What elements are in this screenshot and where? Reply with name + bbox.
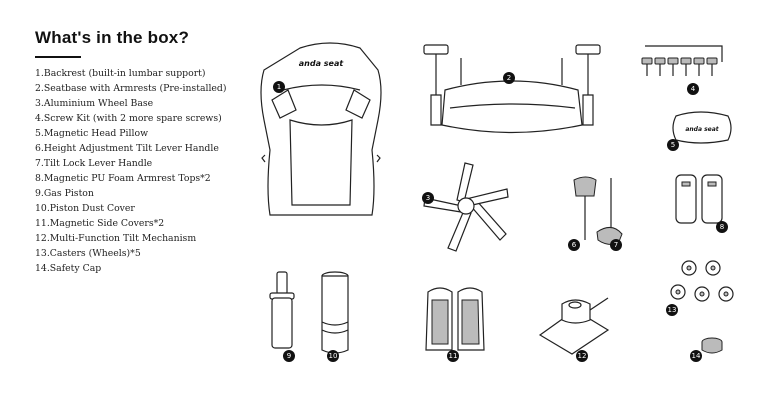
- badge-1: 1: [273, 81, 285, 93]
- lever-handle-icon: [573, 176, 623, 245]
- list-item: 10.Piston Dust Cover: [35, 203, 135, 214]
- badge-9: 9: [283, 350, 295, 362]
- screw-kit-icon: [641, 45, 723, 76]
- head-pillow-icon: anda seat: [672, 111, 732, 144]
- list-item: 5.Magnetic Head Pillow: [35, 128, 149, 139]
- seatbase-icon: [423, 44, 601, 134]
- list-item: 13.Casters (Wheels)*5: [35, 248, 141, 259]
- badge-14: 14: [690, 350, 702, 362]
- badge-3: 3: [422, 192, 434, 204]
- svg-text:2: 2: [507, 74, 511, 82]
- svg-text:3: 3: [426, 194, 430, 202]
- list-item: 11.Magnetic Side Covers*2: [35, 218, 165, 229]
- wheel-base-icon: [423, 162, 509, 252]
- backrest-icon: anda seat: [260, 42, 382, 216]
- badge-10: 10: [327, 350, 339, 362]
- svg-text:6: 6: [572, 241, 577, 249]
- svg-text:14: 14: [692, 352, 701, 360]
- svg-text:13: 13: [668, 306, 677, 314]
- gas-piston-icon: [269, 271, 295, 349]
- badge-7: 7: [610, 239, 622, 251]
- safety-cap-icon: [701, 337, 723, 354]
- list-item: 12.Multi-Function Tilt Mechanism: [35, 233, 197, 244]
- list-item: 9.Gas Piston: [35, 188, 94, 199]
- badge-6: 6: [568, 239, 580, 251]
- badge-8: 8: [716, 221, 728, 233]
- list-item: 6.Height Adjustment Tilt Lever Handle: [35, 143, 219, 154]
- svg-text:10: 10: [329, 352, 338, 360]
- svg-text:8: 8: [720, 223, 724, 231]
- badge-12: 12: [576, 350, 588, 362]
- list-item: 14.Safety Cap: [35, 263, 102, 274]
- svg-text:7: 7: [614, 241, 618, 249]
- svg-text:11: 11: [449, 352, 458, 360]
- list-item: 8.Magnetic PU Foam Armrest Tops*2: [35, 173, 211, 184]
- dust-cover-icon: [321, 271, 349, 354]
- brand-logo: anda seat: [299, 59, 345, 68]
- contents-list: 1.Backrest (built-in lumbar support) 2.S…: [35, 66, 227, 276]
- badge-2: 2: [503, 72, 515, 84]
- caster-icon: [670, 260, 734, 302]
- svg-text:4: 4: [691, 85, 696, 93]
- badge-11: 11: [447, 350, 459, 362]
- badge-5: 5: [667, 139, 679, 151]
- list-item: 1.Backrest (built-in lumbar support): [35, 68, 206, 79]
- svg-text:5: 5: [671, 141, 675, 149]
- armrest-top-icon: [675, 174, 723, 224]
- tilt-mechanism-icon: [538, 297, 610, 355]
- page-title: What's in the box?: [35, 28, 190, 47]
- svg-text:1: 1: [277, 83, 281, 91]
- list-item: 7.Tilt Lock Lever Handle: [35, 158, 153, 169]
- svg-text:12: 12: [578, 352, 587, 360]
- badge-13: 13: [666, 304, 678, 316]
- list-item: 3.Aluminium Wheel Base: [35, 98, 154, 109]
- list-item: 4.Screw Kit (with 2 more spare screws): [35, 113, 222, 124]
- side-cover-icon: [425, 287, 485, 351]
- svg-text:9: 9: [287, 352, 291, 360]
- list-item: 2.Seatbase with Armrests (Pre-installed): [35, 83, 227, 94]
- badge-4: 4: [687, 83, 699, 95]
- title-underline: [35, 56, 81, 58]
- pillow-logo: anda seat: [685, 126, 719, 133]
